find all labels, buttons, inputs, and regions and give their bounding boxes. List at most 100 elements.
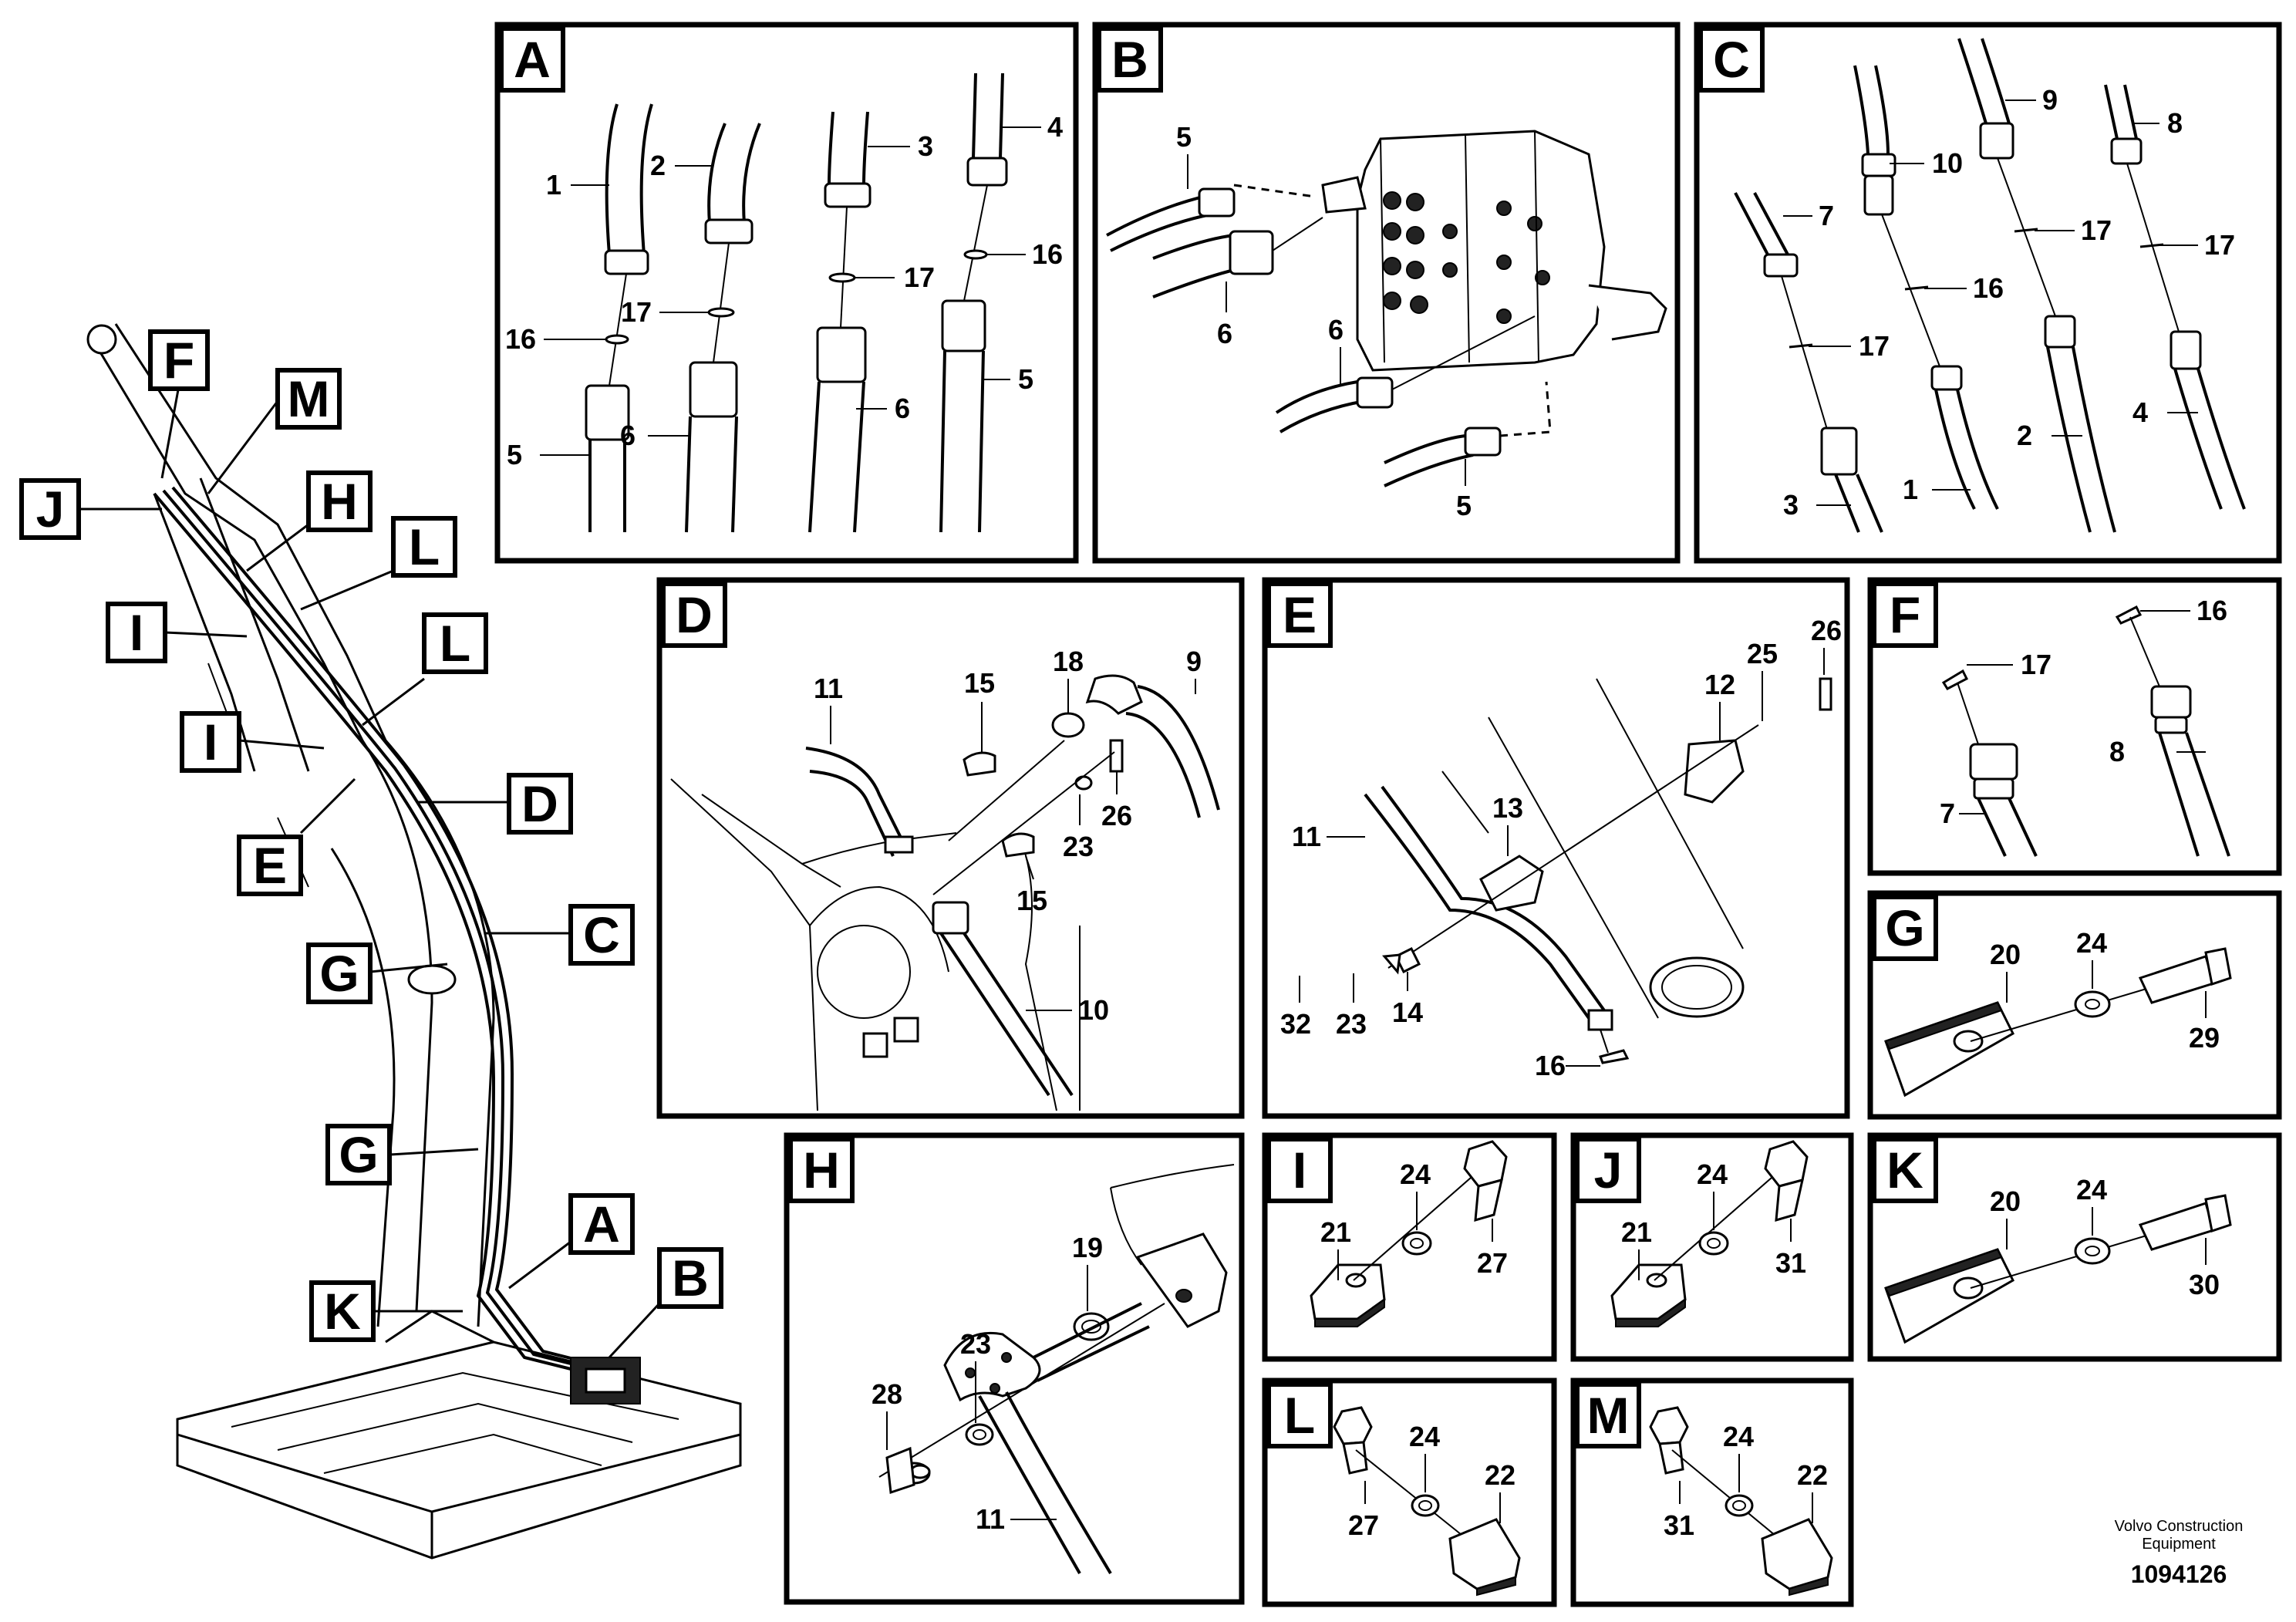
overview-tag-b-label: B [672, 1249, 709, 1307]
panel-a-label-6-left: 6 [620, 420, 636, 451]
overview-tag-j [19, 478, 81, 540]
overview-tags: F M J H L I L I D E [19, 329, 723, 1359]
panel-i-label-27: 27 [1477, 1247, 1508, 1279]
overview-tag-g-lower [325, 1124, 392, 1185]
panel-c-label-10: 10 [1932, 147, 1963, 179]
footer: Volvo Construction Equipment 1094126 [2115, 1518, 2244, 1588]
panel-i: I 24 27 21 [1262, 1132, 1557, 1362]
overview-tag-g-lower-label: G [339, 1126, 378, 1183]
panel-c-letter: C [1713, 31, 1750, 88]
panel-l-label-27: 27 [1348, 1509, 1379, 1541]
panel-f-label-7: 7 [1940, 798, 1955, 829]
overview-tag-e [237, 835, 303, 896]
panel-a-label-16-left: 16 [505, 323, 536, 355]
panel-e-label-11: 11 [1292, 821, 1321, 852]
overview-tag-k [309, 1280, 376, 1342]
overview-tag-f-label: F [164, 332, 194, 389]
overview-tag-l-lower-label: L [440, 615, 470, 672]
overview-tag-f [148, 329, 210, 391]
panel-e-label-13: 13 [1492, 792, 1523, 824]
brand-line2: Equipment [2142, 1536, 2216, 1553]
overview-tag-g-upper-label: G [319, 945, 359, 1002]
overview-tag-e-label: E [253, 837, 287, 894]
panel-c-label-17-c: 17 [2204, 229, 2235, 261]
panel-k: K 20 24 30 [1867, 1132, 2282, 1362]
panel-i-label-24: 24 [1400, 1158, 1431, 1190]
panel-a-label-1: 1 [546, 169, 561, 201]
panel-a-label-5-left: 5 [507, 439, 522, 470]
panel-c-label-7: 7 [1819, 200, 1834, 231]
panel-a-label-5-right: 5 [1018, 363, 1033, 395]
overview-tag-m [275, 368, 342, 430]
overview-tag-h-label: H [321, 473, 358, 530]
panel-m-label-31: 31 [1664, 1509, 1694, 1541]
panel-b-letter: B [1111, 31, 1148, 88]
panel-a-label-6-right: 6 [895, 393, 910, 424]
panel-d-label-15-bottom: 15 [1017, 885, 1047, 916]
panel-j-letter: J [1594, 1141, 1623, 1199]
panel-f-letter: F [1890, 586, 1920, 643]
overview-tag-c-label: C [583, 906, 620, 963]
panel-b-label-5-top: 5 [1176, 121, 1192, 153]
panel-g-letter: G [1885, 899, 1924, 956]
panel-e-label-23: 23 [1336, 1008, 1367, 1040]
overview-tag-d [507, 773, 573, 835]
panel-f-label-8: 8 [2109, 736, 2125, 767]
panel-d-label-11: 11 [814, 673, 843, 704]
panel-a-label-4: 4 [1047, 111, 1063, 143]
panel-e: E 26 25 12 13 11 32 23 14 16 [1262, 577, 1850, 1119]
panel-c-label-2: 2 [2017, 420, 2032, 451]
overview-tag-l-upper [391, 516, 457, 578]
panel-l-label-24: 24 [1409, 1421, 1440, 1452]
panel-a-label-2: 2 [650, 150, 666, 181]
panel-d: D 11 15 18 9 26 23 15 10 [656, 577, 1245, 1119]
brand-line1: Volvo Construction [2115, 1518, 2244, 1535]
panel-d-label-23: 23 [1063, 831, 1094, 862]
panel-a-label-17-right: 17 [904, 261, 935, 293]
panel-h-label-19: 19 [1072, 1232, 1103, 1263]
overview-tag-a-label: A [583, 1195, 620, 1253]
overview-tag-a [568, 1193, 635, 1255]
panel-b-label-6-bottom: 6 [1328, 314, 1344, 346]
panel-g-label-24: 24 [2076, 927, 2107, 959]
overview-tag-c [568, 904, 635, 966]
panel-c-label-9: 9 [2042, 84, 2058, 116]
panel-a-label-16-right: 16 [1032, 238, 1063, 270]
panel-e-letter: E [1283, 586, 1317, 643]
panel-c-label-3: 3 [1783, 489, 1799, 521]
panel-c-label-17-b: 17 [2081, 214, 2112, 246]
overview-tag-g-upper [306, 943, 373, 1004]
panel-k-label-24: 24 [2076, 1174, 2107, 1206]
panel-e-label-32: 32 [1280, 1008, 1311, 1040]
panel-e-label-12: 12 [1704, 669, 1735, 700]
panel-c-label-1: 1 [1903, 474, 1918, 505]
overview-tag-i-lower [180, 711, 241, 773]
panel-i-letter: I [1293, 1141, 1306, 1199]
panel-k-label-20: 20 [1990, 1185, 2021, 1217]
panel-k-label-30: 30 [2189, 1269, 2220, 1300]
panel-j: J 24 21 31 [1570, 1132, 1854, 1362]
panel-a: A 1 2 3 4 16 17 17 16 [494, 22, 1079, 564]
panel-e-label-26: 26 [1811, 615, 1842, 646]
panel-d-label-26: 26 [1101, 800, 1132, 831]
panel-d-label-18: 18 [1053, 646, 1084, 677]
panel-d-label-15-top: 15 [964, 667, 995, 699]
doc-number: 1094126 [2131, 1560, 2227, 1588]
panel-h-letter: H [803, 1141, 840, 1199]
overview-tag-d-label: D [521, 775, 558, 832]
panel-d-letter: D [676, 586, 713, 643]
panel-h-label-28: 28 [872, 1378, 902, 1410]
panel-a-letter: A [514, 31, 551, 88]
panel-h-label-11: 11 [976, 1503, 1005, 1535]
overview-tag-i-lower-label: I [204, 713, 217, 771]
panel-k-letter: K [1886, 1141, 1923, 1199]
overview-tag-k-label: K [324, 1283, 361, 1340]
overview-tag-l-upper-label: L [409, 518, 440, 575]
panel-b-label-5-bottom: 5 [1456, 490, 1472, 521]
overview-tag-m-label: M [288, 370, 330, 427]
panel-m: M 24 31 22 [1570, 1378, 1854, 1607]
panel-c-label-16: 16 [1973, 272, 2004, 304]
panel-c: C 9 8 10 7 17 17 [1694, 22, 2282, 564]
panel-e-label-25: 25 [1747, 638, 1778, 669]
